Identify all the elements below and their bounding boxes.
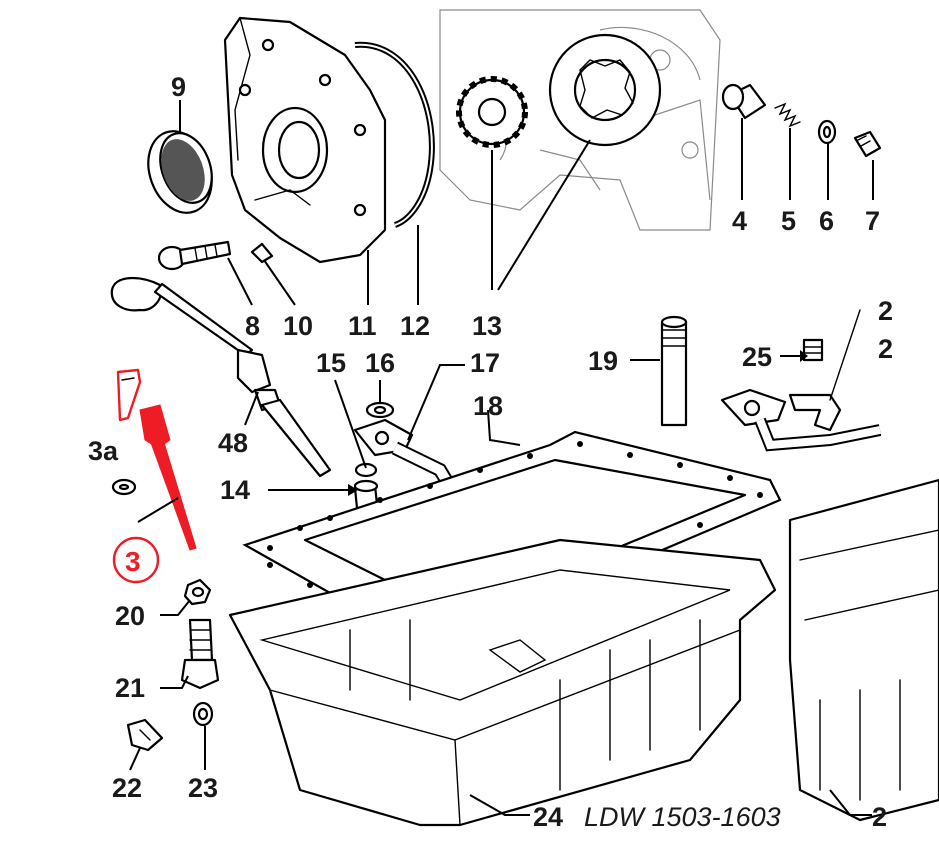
label-24: 24 — [533, 802, 563, 832]
part-6-washer — [817, 119, 837, 145]
part-21-drain-bolt — [180, 618, 220, 690]
part-23-washer — [192, 701, 214, 727]
part-12-cover-gasket — [354, 41, 435, 228]
model-designation: LDW 1503-1603 — [584, 802, 781, 832]
label-19: 19 — [588, 346, 618, 376]
label-2-mid: 2 — [878, 334, 893, 364]
label-13: 13 — [472, 311, 502, 341]
label-17: 17 — [470, 348, 500, 378]
part-10-pin — [250, 242, 274, 264]
label-14: 14 — [220, 475, 250, 505]
part-5-spring — [774, 102, 801, 128]
part-22-plug — [126, 718, 164, 752]
label-2-top: 2 — [878, 296, 893, 326]
part-8-bolt — [157, 240, 232, 271]
part-3a-washer — [111, 478, 137, 496]
label-7: 7 — [865, 206, 880, 236]
label-21: 21 — [115, 673, 145, 703]
part-4-sleeve — [721, 83, 767, 120]
label-48: 48 — [218, 428, 248, 458]
label-12: 12 — [400, 311, 430, 341]
label-2-bottom: 2 — [872, 802, 887, 832]
label-16: 16 — [365, 348, 395, 378]
label-4: 4 — [732, 206, 747, 236]
label-3a: 3a — [88, 436, 119, 466]
part-3-dipstick-highlighted — [116, 368, 197, 551]
part-7-plug-bolt — [853, 130, 882, 158]
label-20: 20 — [115, 601, 145, 631]
label-18: 18 — [473, 391, 503, 421]
highlight-circle-3 — [112, 536, 160, 584]
part-15-washer — [354, 462, 378, 478]
leader-lines — [129, 100, 874, 816]
part-24-oil-sump — [228, 538, 777, 827]
part-9-seal-ring — [147, 130, 213, 214]
part-2-alt-sump-partial — [788, 478, 939, 822]
part-labels: 9 4 5 6 7 8 10 11 12 13 15 16 17 18 19 2… — [88, 72, 893, 832]
part-16-washer — [365, 401, 395, 419]
label-25: 25 — [742, 342, 772, 372]
part-48-dipstick-tube — [110, 277, 332, 478]
part-2-oil-pipe-assembly — [720, 309, 882, 452]
label-23: 23 — [188, 773, 218, 803]
label-11: 11 — [348, 311, 377, 341]
label-5: 5 — [781, 206, 796, 236]
part-19-stud — [660, 315, 688, 427]
part-11-front-cover — [223, 16, 387, 264]
label-8: 8 — [245, 311, 260, 341]
part-25-bolt — [802, 338, 824, 362]
label-9: 9 — [171, 72, 186, 102]
part-20-nut — [183, 578, 212, 606]
label-15: 15 — [316, 348, 346, 378]
label-22: 22 — [112, 773, 142, 803]
label-6: 6 — [819, 206, 834, 236]
label-3: 3 — [125, 546, 141, 577]
part-13-oil-pump-gears — [456, 33, 662, 148]
label-10: 10 — [283, 311, 313, 341]
